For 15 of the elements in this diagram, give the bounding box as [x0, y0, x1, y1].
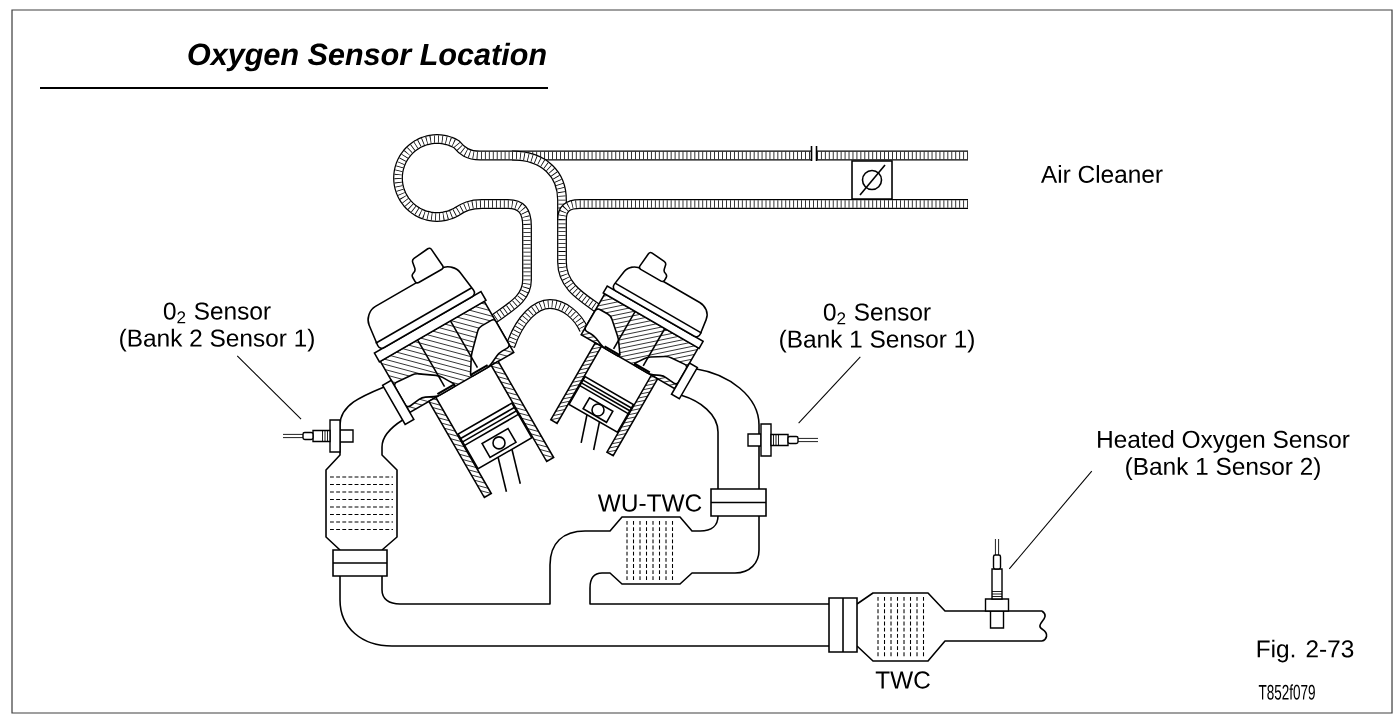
- component-label: WU-TWC: [597, 494, 702, 512]
- leader-line: [798, 356, 861, 424]
- figure-number: Fig. 2-73: [1257, 639, 1354, 663]
- leader-line: [236, 355, 302, 420]
- leader-line: [1008, 470, 1093, 570]
- component-label: TWC: [875, 671, 930, 689]
- oxygen-sensor: [984, 538, 1010, 629]
- component-label: Air Cleaner: [1041, 165, 1163, 183]
- reference-code: T852f079: [1258, 684, 1315, 700]
- title: Oxygen Sensor Location: [188, 42, 546, 72]
- sensor-label: 0$_{2}$ Sensor (Bank 2 Sensor 1): [120, 302, 314, 352]
- oxygen-sensor: [747, 423, 819, 457]
- oxygen-sensor: [282, 419, 354, 453]
- sensor-label: 0$_{2}$ Sensor (Bank 1 Sensor 1): [780, 303, 974, 353]
- sensor-label: Heated Oxygen Sensor (Bank 1 Sensor 2): [1098, 430, 1350, 480]
